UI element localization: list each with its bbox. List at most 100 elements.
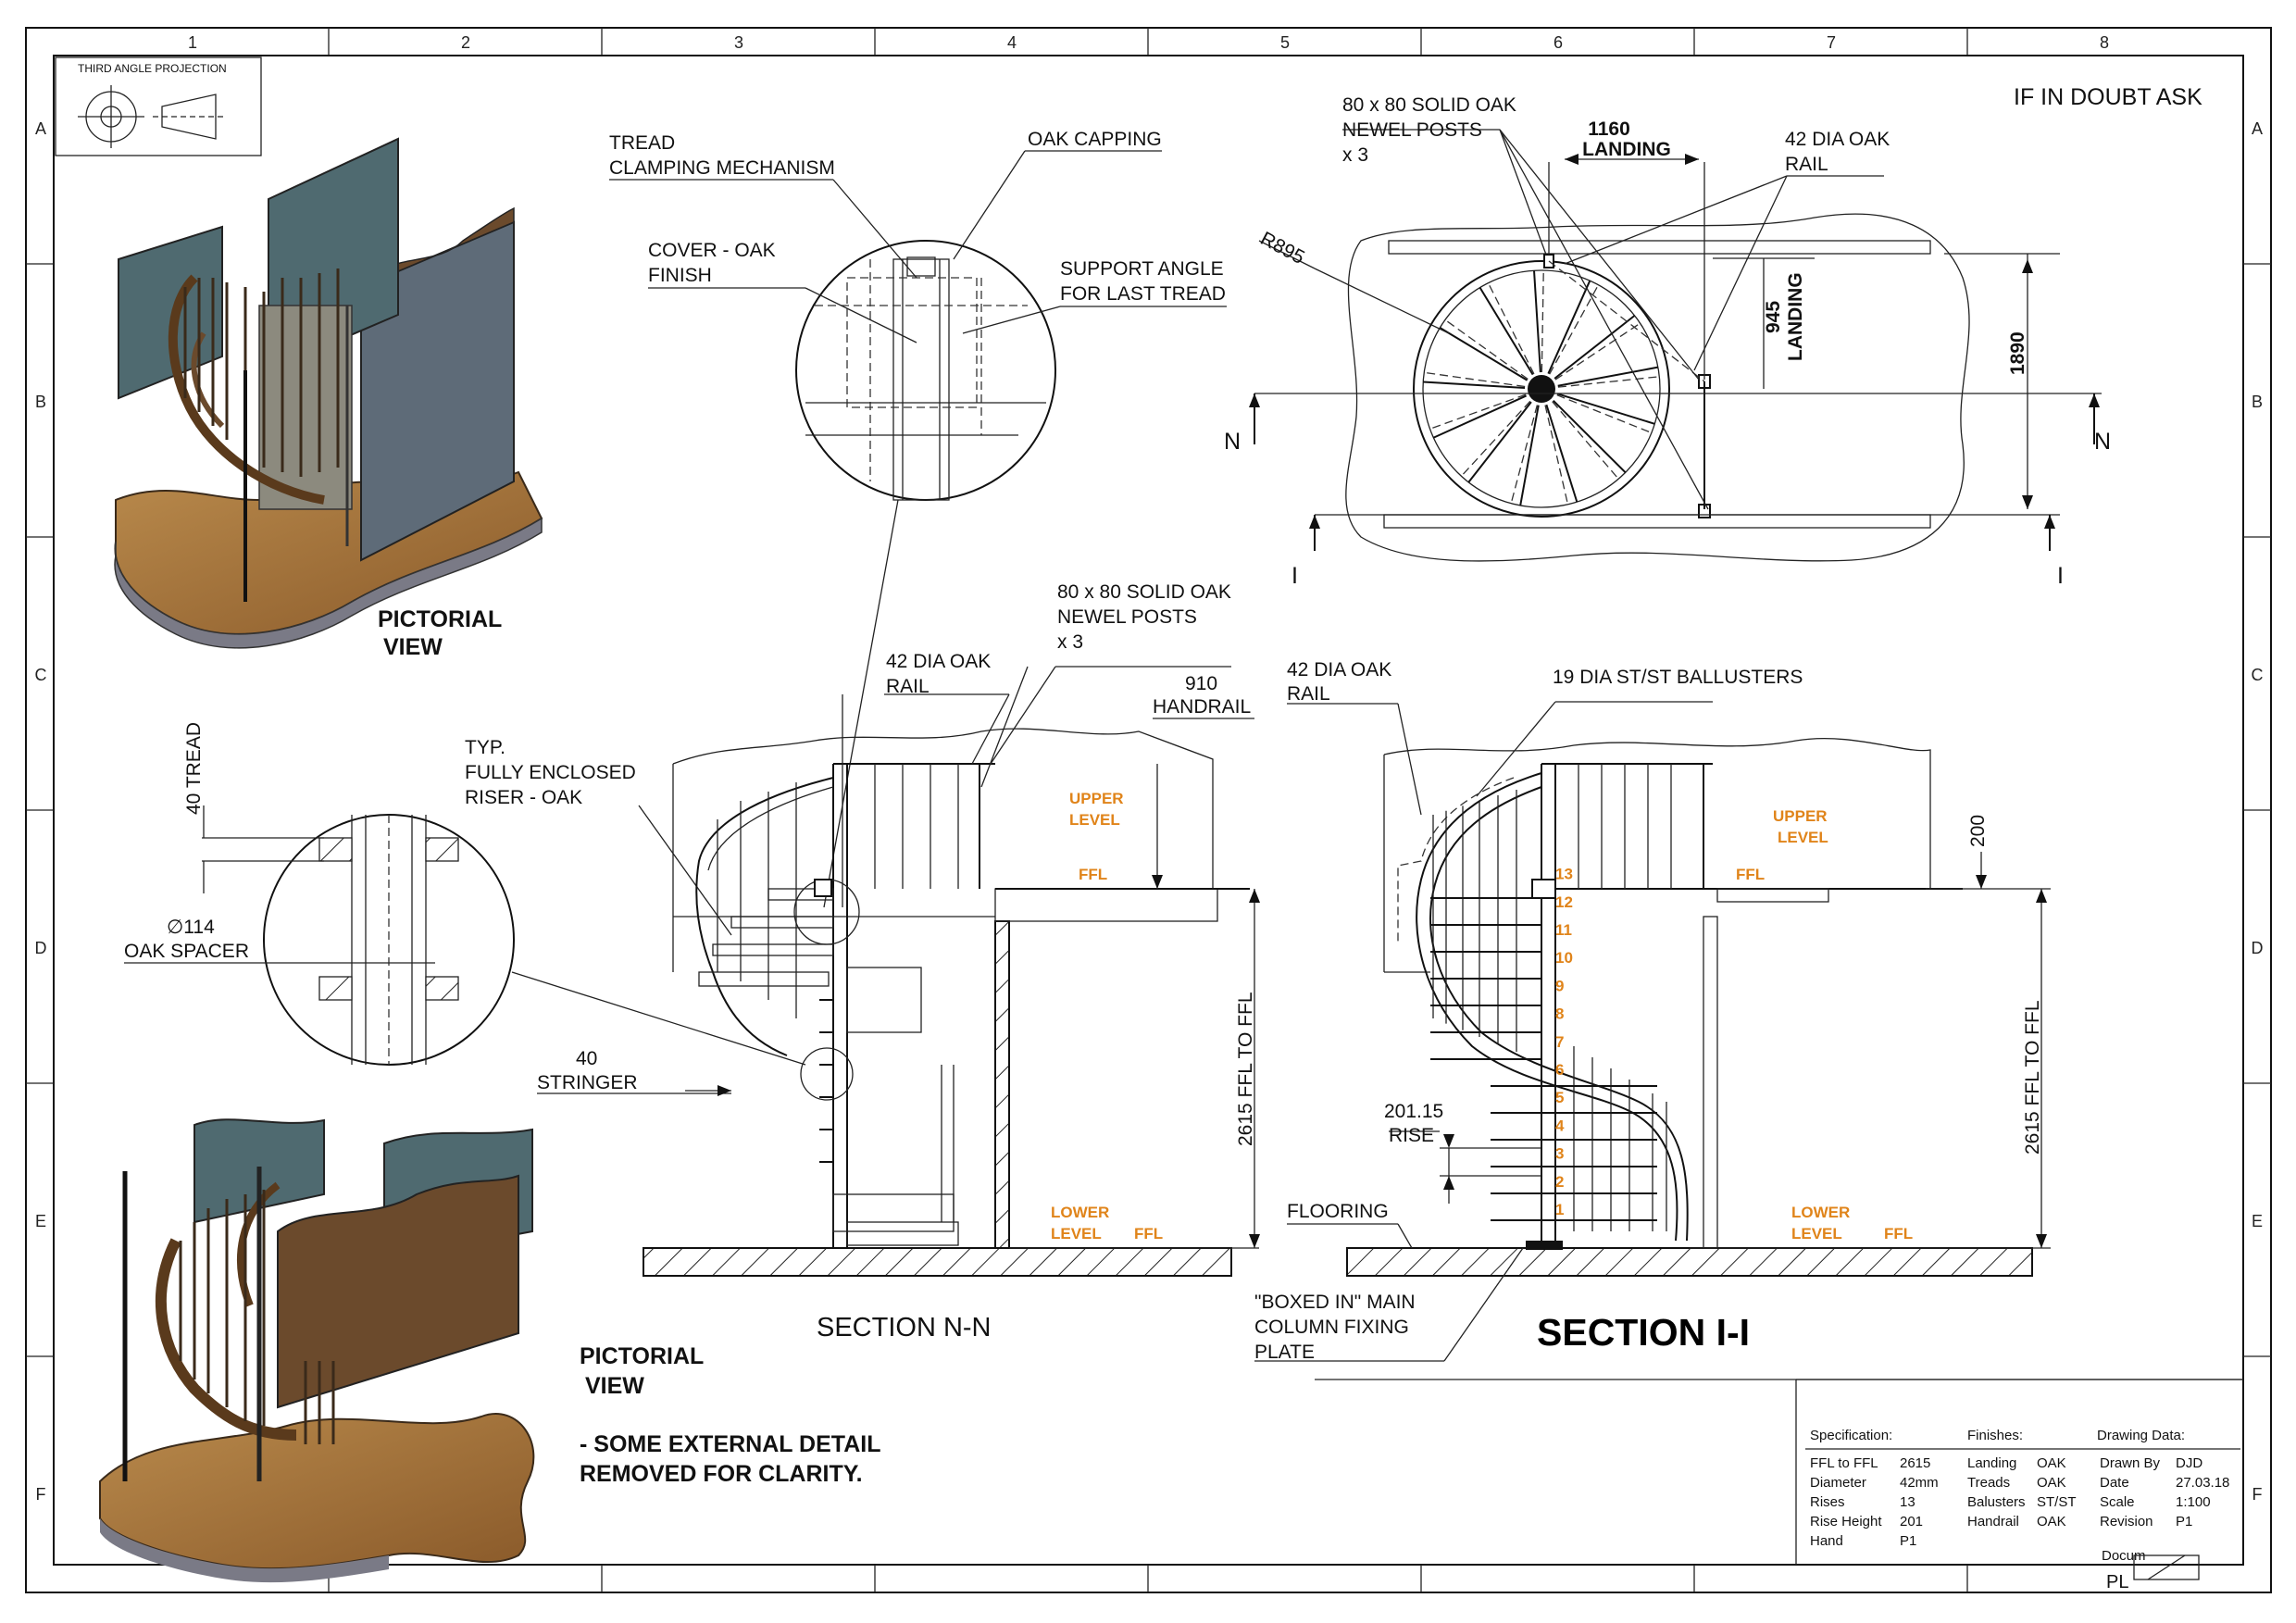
title-block-value: 42mm bbox=[1900, 1475, 1939, 1491]
finish-header: Finishes: bbox=[1967, 1428, 2023, 1443]
plan-treads bbox=[1423, 270, 1660, 506]
grid-row-a: A bbox=[35, 119, 46, 138]
plan-tread-line bbox=[1545, 404, 1578, 503]
ii-boxed-label-1: "BOXED IN" MAIN bbox=[1254, 1292, 1416, 1313]
ii-step-number: 9 bbox=[1555, 977, 1564, 994]
title-block-value: OAK bbox=[2037, 1514, 2066, 1529]
detail-circle-top bbox=[795, 240, 1056, 501]
overall-depth-label: 1890 bbox=[2007, 331, 2028, 375]
doc-label-2: PL bbox=[2106, 1572, 2128, 1592]
pictorial-view-bottom bbox=[99, 1118, 535, 1583]
title-block-value: ST/ST bbox=[2037, 1494, 2077, 1510]
plan-newel-label-3: x 3 bbox=[1342, 144, 1368, 166]
plan-tread-line bbox=[1547, 280, 1591, 374]
plan-rail-label-2: RAIL bbox=[1785, 154, 1828, 175]
grid-col-1: 1 bbox=[188, 33, 197, 52]
ii-balusters-label: 19 DIA ST/ST BALLUSTERS bbox=[1553, 667, 1803, 688]
nn-ffl-lower: FFL bbox=[1134, 1225, 1163, 1242]
pictorial-bottom-note-2: REMOVED FOR CLARITY. bbox=[580, 1461, 863, 1487]
plan-tread-edge bbox=[1429, 393, 1527, 430]
ii-section-title: SECTION I-I bbox=[1537, 1311, 1750, 1354]
stringer-dim-label-2: STRINGER bbox=[537, 1072, 638, 1093]
plan-tread-line bbox=[1519, 405, 1540, 506]
ii-step-number: 13 bbox=[1555, 866, 1573, 883]
section-cut-i-right: I bbox=[2044, 515, 2064, 589]
pictorial-bottom-note-1: - SOME EXTERNAL DETAIL bbox=[580, 1431, 880, 1457]
ii-boxed-label-3: PLATE bbox=[1254, 1342, 1315, 1363]
title-block-value: 13 bbox=[1900, 1494, 1915, 1510]
section-ii-drawing bbox=[1254, 701, 2051, 1362]
title-block-label: Scale bbox=[2100, 1494, 2135, 1510]
pictorial-bottom-label-1: PICTORIAL bbox=[580, 1343, 704, 1369]
title-block-label: Revision bbox=[2100, 1514, 2153, 1529]
title-block-value: 27.03.18 bbox=[2176, 1475, 2229, 1491]
plan-tread-edge bbox=[1444, 318, 1529, 381]
grid-col-5: 5 bbox=[1280, 33, 1290, 52]
plan-tread-edge bbox=[1541, 270, 1544, 373]
ii-rail-label-1: 42 DIA OAK bbox=[1287, 659, 1391, 680]
ii-step-number: 7 bbox=[1555, 1033, 1564, 1051]
title-block-label: Diameter bbox=[1810, 1475, 1866, 1491]
plan-radius-label: R895 bbox=[1257, 228, 1308, 268]
grid-col-8: 8 bbox=[2100, 33, 2109, 52]
title-block-label: Rise Height bbox=[1810, 1514, 1882, 1529]
tread-dimension-label: 40 TREAD bbox=[183, 722, 205, 815]
plan-rail-label-1: 42 DIA OAK bbox=[1785, 129, 1890, 150]
ii-ffl-upper: FFL bbox=[1736, 866, 1765, 883]
nn-section-title: SECTION N-N bbox=[817, 1313, 992, 1342]
sheet-border: 1 2 3 4 5 6 7 8 A B C D E F A B C D E F bbox=[25, 27, 2272, 1593]
data-header: Drawing Data: bbox=[2097, 1428, 2185, 1443]
nn-rail-label-1: 42 DIA OAK bbox=[886, 651, 991, 672]
title-block-label: Handrail bbox=[1967, 1514, 2019, 1529]
landing-depth-label-1: 945 bbox=[1763, 301, 1784, 333]
riser-label-1: TYP. bbox=[465, 737, 505, 758]
oak-spacer-label-2: OAK SPACER bbox=[124, 941, 249, 962]
grid-col-3: 3 bbox=[734, 33, 743, 52]
section-cut-n-left: N bbox=[1224, 393, 1260, 455]
grid-col-4: 4 bbox=[1007, 33, 1017, 52]
plan-tread-edge bbox=[1487, 282, 1535, 375]
ii-height-label: 2615 FFL TO FFL bbox=[2022, 1000, 2043, 1155]
plan-tread-edge bbox=[1460, 400, 1531, 477]
title-block-value: P1 bbox=[1900, 1533, 1916, 1549]
nn-lower-level-2: LEVEL bbox=[1051, 1225, 1102, 1242]
detail-circle-left bbox=[263, 814, 515, 1066]
title-block-label: Drawn By bbox=[2100, 1455, 2161, 1471]
ii-boxed-label-2: COLUMN FIXING bbox=[1254, 1317, 1409, 1338]
plan-tread-edge bbox=[1549, 284, 1600, 375]
grid-col-7: 7 bbox=[1827, 33, 1836, 52]
section-cut-i-left: I bbox=[1292, 515, 1320, 589]
nn-ffl-upper: FFL bbox=[1079, 866, 1107, 883]
nn-handrail-label-2: HANDRAIL bbox=[1153, 696, 1251, 718]
grid-row-d-right: D bbox=[2252, 939, 2264, 957]
ii-flooring-label: FLOORING bbox=[1287, 1201, 1389, 1222]
ii-step-number: 5 bbox=[1555, 1089, 1564, 1106]
plan-tread-line bbox=[1423, 381, 1526, 389]
ii-dim-200: 200 bbox=[1967, 815, 1989, 847]
plan-tread-edge bbox=[1544, 405, 1569, 505]
oak-capping-label: OAK CAPPING bbox=[1028, 129, 1162, 150]
plan-tread-edge bbox=[1554, 322, 1641, 381]
nn-newel-label-3: x 3 bbox=[1057, 631, 1083, 653]
ii-balusters bbox=[1432, 790, 1667, 1231]
nn-newel-label-1: 80 x 80 SOLID OAK bbox=[1057, 581, 1231, 603]
plan-tread-edge bbox=[1556, 394, 1653, 434]
ii-step-number: 12 bbox=[1555, 893, 1573, 911]
ii-rise-label-2: RISE bbox=[1389, 1125, 1434, 1146]
pictorial-top-label-2: VIEW bbox=[383, 634, 443, 660]
riser-label-3: RISER - OAK bbox=[465, 787, 582, 808]
ii-lower-level-1: LOWER bbox=[1791, 1204, 1850, 1221]
projection-title: THIRD ANGLE PROJECTION bbox=[78, 62, 227, 75]
grid-col-6: 6 bbox=[1554, 33, 1563, 52]
plan-tread-edge bbox=[1424, 371, 1526, 388]
projection-symbol-icon bbox=[78, 85, 227, 148]
ii-upper-level-2: LEVEL bbox=[1778, 829, 1828, 846]
svg-text:N: N bbox=[2094, 429, 2111, 455]
plan-tread-line bbox=[1479, 287, 1534, 376]
ii-step-number: 8 bbox=[1555, 1005, 1564, 1023]
plan-tread-edge bbox=[1510, 405, 1539, 504]
ii-treads bbox=[1430, 897, 1657, 1221]
grid-row-c-right: C bbox=[2252, 666, 2264, 684]
tread-clamping-label-1: TREAD bbox=[609, 132, 675, 154]
title-block-label: Rises bbox=[1810, 1494, 1845, 1510]
